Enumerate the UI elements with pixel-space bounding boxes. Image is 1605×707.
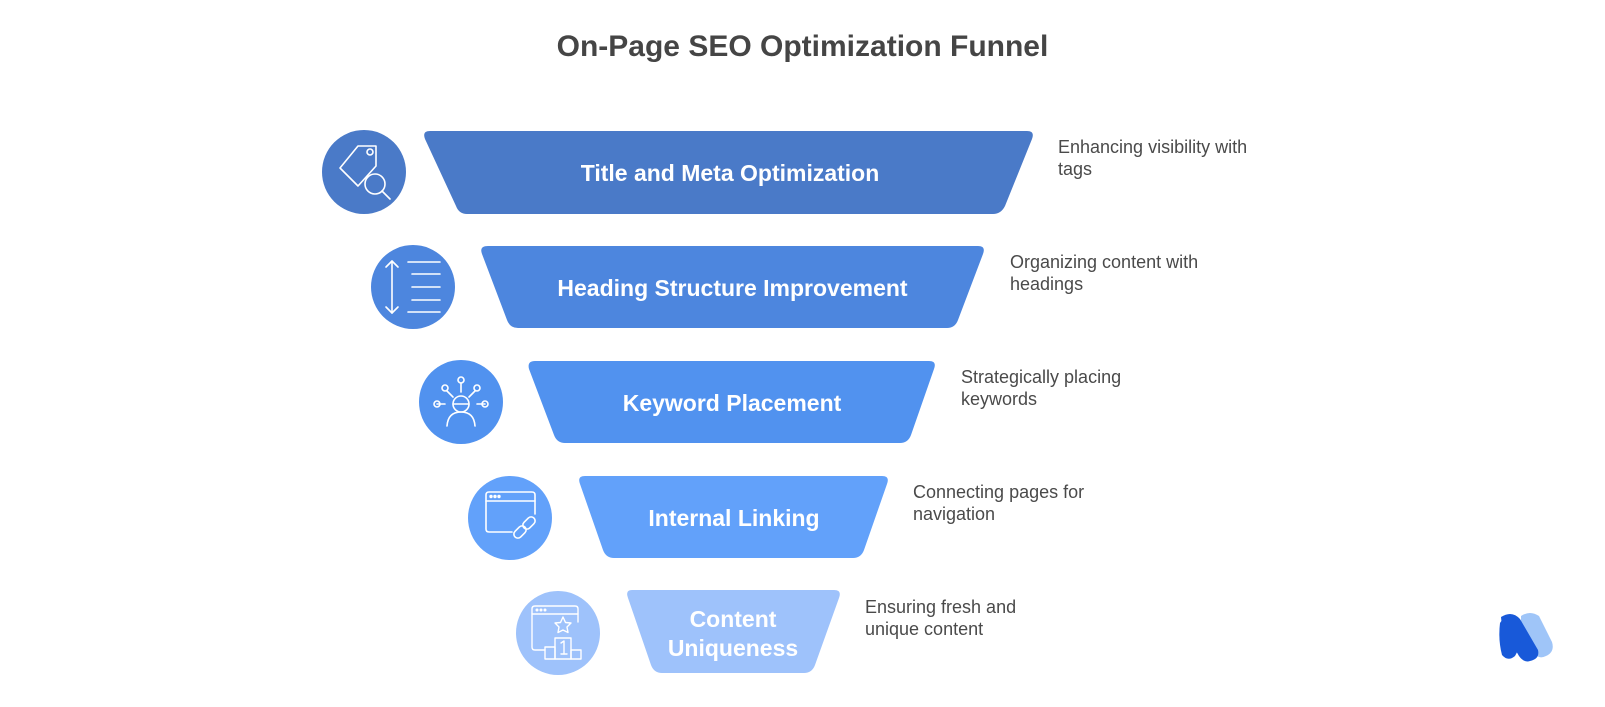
funnel-stage-5 (516, 590, 840, 675)
browser-link-icon (468, 476, 552, 560)
funnel-band-1 (424, 131, 1033, 214)
funnel-band-2 (481, 246, 984, 328)
stage-label-3: Keyword Placement (622, 389, 842, 416)
stage-label-4: Internal Linking (648, 504, 820, 531)
stage-label-5: Content Uniqueness (667, 606, 799, 661)
browser-star-podium-icon (516, 591, 600, 675)
stage-description-2: Organizing content with headings (1010, 252, 1199, 294)
funnel-stage-1 (322, 130, 1033, 214)
funnel-band-5 (627, 590, 840, 673)
stage-label-1: Title and Meta Optimization (580, 159, 880, 186)
brand-logo-icon (1499, 613, 1553, 662)
funnel-band-4 (579, 476, 888, 558)
funnel-stage-4 (468, 476, 888, 560)
keyword-network-icon (419, 360, 503, 444)
stage-description-3: Strategically placing keywords (961, 367, 1122, 409)
funnel-stage-2 (371, 245, 984, 329)
stage-description-4: Connecting pages for navigation (913, 482, 1085, 524)
stage-description-5: Ensuring fresh and unique content (865, 597, 1017, 639)
stage-description-1: Enhancing visibility with tags (1058, 137, 1248, 179)
funnel-band-3 (528, 361, 935, 443)
tag-search-icon (322, 130, 406, 214)
page-title: On-Page SEO Optimization Funnel (556, 30, 1049, 63)
funnel-stage-3 (419, 360, 935, 444)
stage-label-2: Heading Structure Improvement (557, 274, 908, 301)
vertical-list-icon (371, 245, 455, 329)
